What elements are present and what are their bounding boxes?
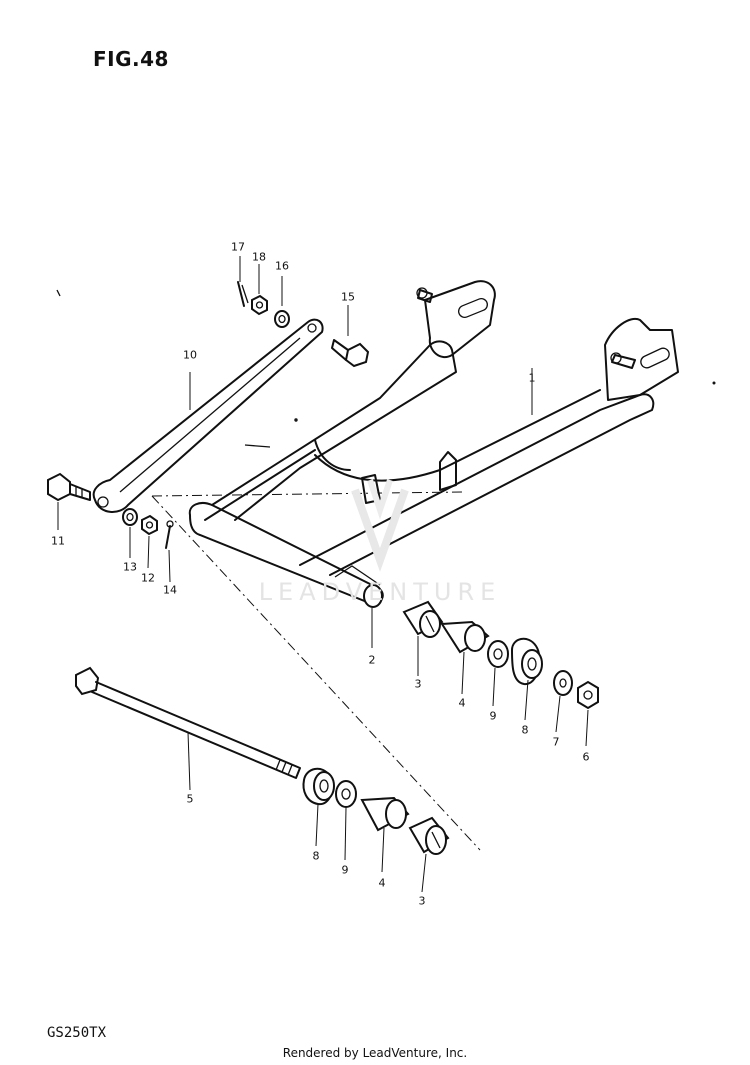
callout-14: 14	[163, 583, 177, 597]
washer-7	[553, 670, 573, 696]
pivot-axle-5	[75, 666, 301, 779]
bolt-15	[331, 339, 370, 368]
callout-12: 12	[141, 571, 155, 585]
callout-1: 1	[528, 371, 536, 385]
torque-link-bolt	[47, 472, 91, 502]
spacer-4-upper	[440, 620, 490, 654]
cotter-pin-14	[165, 520, 174, 549]
scan-speck	[244, 444, 271, 448]
nut-12	[141, 514, 158, 536]
figure-title: FIG.48	[93, 47, 169, 71]
callout-17: 17	[231, 240, 245, 254]
watermark-logo	[351, 479, 409, 572]
washer-9-lower	[335, 780, 357, 808]
callout-18: 18	[252, 250, 266, 264]
bearing-3-lower	[408, 816, 450, 855]
callout-9: 9	[341, 863, 349, 877]
centerline-upper	[151, 495, 481, 851]
nut-6	[577, 680, 599, 710]
seal-8-upper	[510, 637, 543, 685]
nut-18	[251, 294, 268, 316]
callout-8: 8	[521, 723, 529, 737]
washer-9-upper	[487, 640, 509, 668]
callout-3: 3	[418, 894, 426, 908]
callout-2: 2	[368, 653, 376, 667]
watermark-text: LEADVENTURE	[258, 578, 502, 606]
cotter-pin-17	[237, 281, 249, 307]
bearing-3-upper	[402, 600, 444, 638]
callout-8: 8	[312, 849, 320, 863]
callout-9: 9	[489, 709, 497, 723]
callout-7: 7	[552, 735, 560, 749]
callout-15: 15	[341, 290, 355, 304]
centerline-lower	[151, 491, 466, 497]
washer-13	[122, 508, 138, 526]
leader-lines	[57, 256, 589, 893]
callout-5: 5	[186, 792, 194, 806]
torque-link	[92, 318, 324, 513]
callout-11: 11	[51, 534, 65, 548]
spacer-4-lower	[360, 796, 410, 832]
callout-13: 13	[123, 560, 137, 574]
washer-16	[274, 310, 290, 328]
callout-4: 4	[378, 876, 386, 890]
seal-8-lower	[302, 767, 335, 806]
swingarm	[188, 280, 679, 608]
callout-16: 16	[275, 259, 289, 273]
render-credit: Rendered by LeadVenture, Inc.	[282, 1046, 468, 1060]
model-code: GS250TX	[47, 1025, 107, 1041]
callout-4: 4	[458, 696, 466, 710]
callout-6: 6	[582, 750, 590, 764]
callout-10: 10	[183, 348, 197, 362]
scan-speck	[294, 418, 298, 422]
callout-3: 3	[414, 677, 422, 691]
scan-speck	[712, 381, 716, 385]
scan-speck	[56, 289, 61, 297]
